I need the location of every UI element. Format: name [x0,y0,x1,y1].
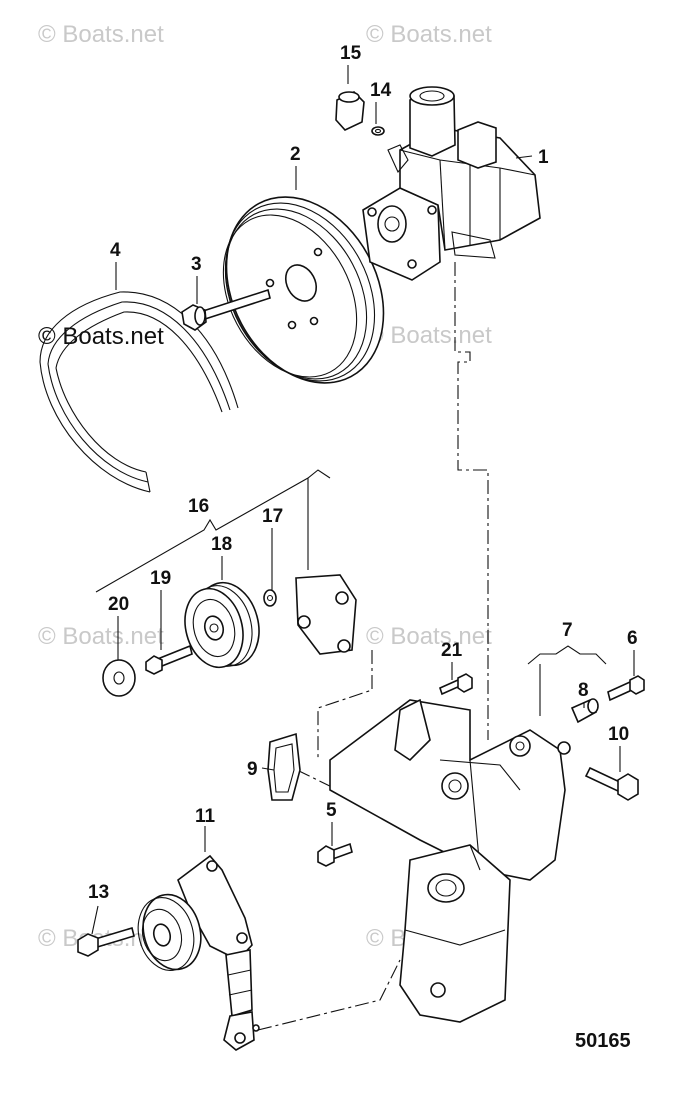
dust-cap [102,659,136,697]
callout-13: 13 [88,882,109,903]
power-steering-pump [362,86,541,281]
watermark-center-right: © Boats.net [366,623,492,650]
reservoir-cap [335,91,365,131]
leader-1 [515,155,533,159]
leader-16-bracket [95,469,331,593]
callout-6: 6 [627,628,638,649]
leader-9 [261,767,275,771]
alignment-line-tensioner-bolt [257,959,401,1031]
callout-1: 1 [538,147,549,168]
brand-watermark: © Boats.net [38,323,164,350]
leader-7-bracket [527,645,607,665]
callout-4: 4 [110,240,121,261]
bracket-bolt-5 [317,842,353,867]
callout-15: 15 [340,43,362,64]
pulley [222,196,385,384]
callout-16: 16 [188,496,209,517]
callout-5: 5 [326,800,337,821]
diagram-reference-number: 50165 [575,1030,631,1052]
callout-2: 2 [290,144,301,165]
watermark-mid-right: © Boats.net [366,322,492,349]
drive-belt [39,291,239,493]
callout-10: 10 [608,724,629,745]
watermark-top-right: © Boats.net [366,21,492,48]
callout-17: 17 [262,506,283,527]
spacer [570,698,599,724]
idler-bolt [145,644,193,675]
tensioner-bolt [77,926,135,957]
alignment-line-pump-bracket [454,262,489,740]
callout-labels: 15 14 1 2 3 4 16 17 18 19 20 21 7 8 6 10… [88,43,638,903]
callout-3: 3 [191,254,202,275]
callout-9: 9 [247,759,258,780]
callout-21: 21 [441,640,463,661]
callout-8: 8 [578,680,589,701]
watermark-center-left: © Boats.net [38,623,164,650]
callout-20: 20 [108,594,129,615]
pulley-bolt [181,288,271,331]
idler-mount-plate [263,574,357,655]
idler-pulley [184,581,260,669]
mounting-bracket [329,698,571,1023]
bracket-bolt-21 [439,673,473,696]
leader-lines [91,65,635,935]
leader-13 [91,905,99,935]
callout-14: 14 [370,80,392,101]
belt-tensioner [137,854,260,1051]
callout-19: 19 [150,568,171,589]
bracket-bolt-10 [584,766,639,801]
alignment-line-tensioner-bracket [317,650,373,760]
gasket [267,732,301,801]
cap-seal [371,126,385,136]
callout-18: 18 [211,534,232,555]
callout-7: 7 [562,620,573,641]
bracket-bolt-6 [607,675,645,702]
callout-11: 11 [195,806,216,827]
watermark-top-left: © Boats.net [38,21,164,48]
